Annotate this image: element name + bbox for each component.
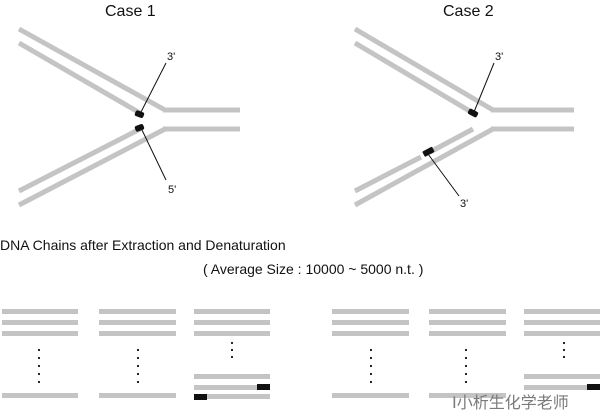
case-2-label-3prime-bottom: 3'	[460, 198, 468, 210]
watermark: Ⅰ小析生化学老师	[452, 394, 569, 412]
case-2-fork	[353, 26, 574, 208]
chain-strand	[524, 320, 600, 325]
case-1-lower-strand-inner	[17, 126, 142, 194]
case-2-ellipsis	[369, 341, 566, 384]
case-1-end-marks	[194, 384, 270, 400]
ellipsis-dot	[136, 364, 140, 368]
chain-strand	[2, 393, 78, 398]
chain-strand	[332, 309, 409, 314]
case-2-chain-groups	[332, 309, 600, 398]
chain-end-mark	[587, 384, 600, 390]
ellipsis-dot	[37, 364, 41, 368]
ellipsis-dot	[464, 372, 468, 376]
chain-strand	[194, 394, 270, 399]
case-1-fork	[17, 26, 240, 208]
case-2-end-marker-gap	[422, 146, 435, 157]
case-1-upper-strand-outer	[17, 26, 167, 113]
ellipsis-dot	[464, 364, 468, 368]
ellipsis-dot	[562, 348, 566, 352]
ellipsis-dot	[464, 348, 468, 352]
case-1-end-marker-5prime	[134, 124, 145, 132]
case-2-label-3prime-top: 3'	[495, 51, 503, 63]
section-heading: DNA Chains after Extraction and Denatura…	[0, 237, 286, 253]
chain-strand	[429, 320, 506, 325]
ellipsis-dot	[369, 348, 373, 352]
chain-strand	[524, 309, 600, 314]
chain-strand	[99, 309, 176, 314]
ellipsis-dot	[37, 356, 41, 360]
chain-strand	[194, 320, 270, 325]
chain-strand	[429, 309, 506, 314]
ellipsis-dot	[464, 380, 468, 384]
chain-strand	[194, 385, 270, 390]
section-subheading: ( Average Size : 10000 ~ 5000 n.t. )	[203, 261, 423, 277]
chain-strand	[194, 331, 270, 336]
ellipsis-dot	[136, 372, 140, 376]
case-2-lower-strand-inner-proximal	[428, 126, 475, 155]
chain-strand	[2, 331, 78, 336]
ellipsis-dot	[136, 348, 140, 352]
chain-strand	[332, 331, 409, 336]
chain-strand	[429, 331, 506, 336]
chain-strand	[429, 393, 506, 398]
case-1-chain-groups	[2, 309, 270, 399]
case-1-ellipsis	[37, 341, 234, 384]
ellipsis-dot	[136, 380, 140, 384]
case-1-label-5prime: 5'	[168, 184, 176, 196]
ellipsis-dot	[37, 372, 41, 376]
ellipsis-dot	[37, 380, 41, 384]
chain-strand	[99, 393, 176, 398]
case-2-upper-strand-inner	[353, 40, 475, 116]
case-2-end-marker-top	[467, 108, 479, 118]
ellipsis-dot	[230, 355, 234, 359]
chain-strand	[2, 320, 78, 325]
chain-strand	[524, 385, 600, 390]
case-2-leader-top	[473, 62, 495, 113]
chain-strand	[332, 393, 409, 398]
ellipsis-dot	[136, 356, 140, 360]
case-2-lower-strand-outer	[353, 126, 495, 208]
case-1-title: Case 1	[105, 3, 156, 20]
ellipsis-dot	[369, 356, 373, 360]
ellipsis-dot	[562, 355, 566, 359]
ellipsis-dot	[369, 372, 373, 376]
case-1-leader-bottom	[141, 129, 167, 181]
case-1-leader-top	[140, 62, 167, 113]
ellipsis-dot	[37, 348, 41, 352]
case-1-end-marker-3prime	[134, 110, 145, 118]
chain-strand	[194, 374, 270, 379]
ellipsis-dot	[464, 356, 468, 360]
case-2-title: Case 2	[443, 3, 494, 20]
chain-end-mark	[257, 384, 270, 390]
chain-strand	[194, 309, 270, 314]
ellipsis-dot	[562, 341, 566, 345]
case-2-lower-strand-inner-distal	[353, 154, 423, 194]
ellipsis-dot	[230, 341, 234, 345]
ellipsis-dot	[369, 364, 373, 368]
chain-strand	[99, 331, 176, 336]
chain-end-mark	[194, 394, 207, 400]
ellipsis-dot	[230, 348, 234, 352]
case-1-label-3prime: 3'	[167, 51, 175, 63]
ellipsis-dot	[369, 380, 373, 384]
case-1-lower-strand-outer	[17, 126, 167, 208]
case-1-upper-strand-inner	[17, 40, 142, 116]
chain-strand	[99, 320, 176, 325]
case-2-upper-strand-outer	[353, 26, 495, 113]
chain-strand	[2, 309, 78, 314]
case-2-leader-bottom	[427, 153, 460, 197]
chain-strand	[524, 374, 600, 379]
case-2-end-marks	[587, 384, 600, 390]
chain-strand	[524, 331, 600, 336]
chain-strand	[332, 320, 409, 325]
